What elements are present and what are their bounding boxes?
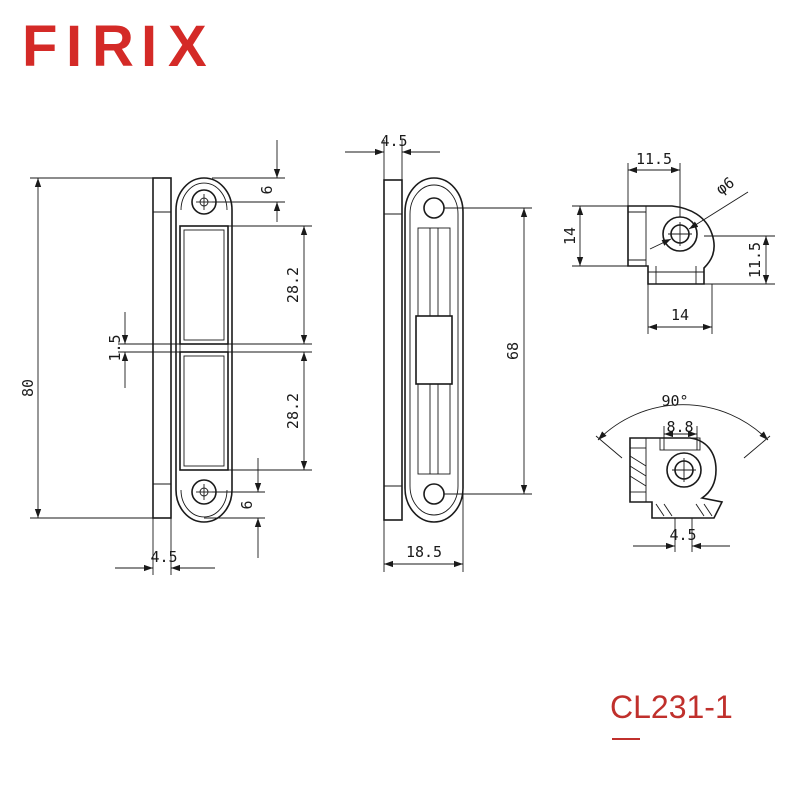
- view-section-top: 11.5 φ6 14 11.5 14: [561, 150, 775, 334]
- brand-logo: F I R I X: [22, 14, 210, 79]
- dim-bottom-width: 14: [671, 306, 689, 324]
- brand-letter-x: X: [168, 14, 210, 79]
- dim-angle: 90°: [661, 392, 688, 410]
- dim-side-height: 80: [19, 379, 37, 397]
- dim-left-height: 14: [561, 227, 579, 245]
- dim-gap: 1.5: [106, 334, 124, 361]
- dim-top-width: 11.5: [636, 150, 672, 168]
- dim-hole-spacing: 68: [504, 342, 522, 360]
- brand-letter-i: I: [66, 14, 85, 79]
- brand-letter-f: F: [22, 14, 60, 79]
- dim-edge-thickness: 4.5: [380, 132, 407, 150]
- dim-hole-offset-top: 6: [258, 185, 276, 194]
- dim-side-thickness: 4.5: [150, 548, 177, 566]
- brand-letter-i2: I: [141, 14, 160, 79]
- brand-letter-r: R: [92, 14, 137, 79]
- dim-segment-lower: 28.2: [284, 393, 302, 429]
- dim-neck-width: 4.5: [669, 526, 696, 544]
- dim-hole-offset-bottom: 6: [238, 500, 256, 509]
- dim-hole-diameter: φ6: [713, 173, 738, 198]
- view-section-bottom: 90° 8.8 4.5: [595, 392, 771, 552]
- dim-segment-upper: 28.2: [284, 267, 302, 303]
- dim-right-height: 11.5: [746, 242, 764, 278]
- view-front-middle: 4.5 68 18.5: [345, 132, 532, 572]
- model-code: CL231-1: [610, 689, 733, 725]
- view-front-left: 80 6 28.2 1.5 28.2 6 4.5: [19, 140, 312, 575]
- dim-slot-width: 8.8: [666, 418, 693, 436]
- dim-plate-width: 18.5: [406, 543, 442, 561]
